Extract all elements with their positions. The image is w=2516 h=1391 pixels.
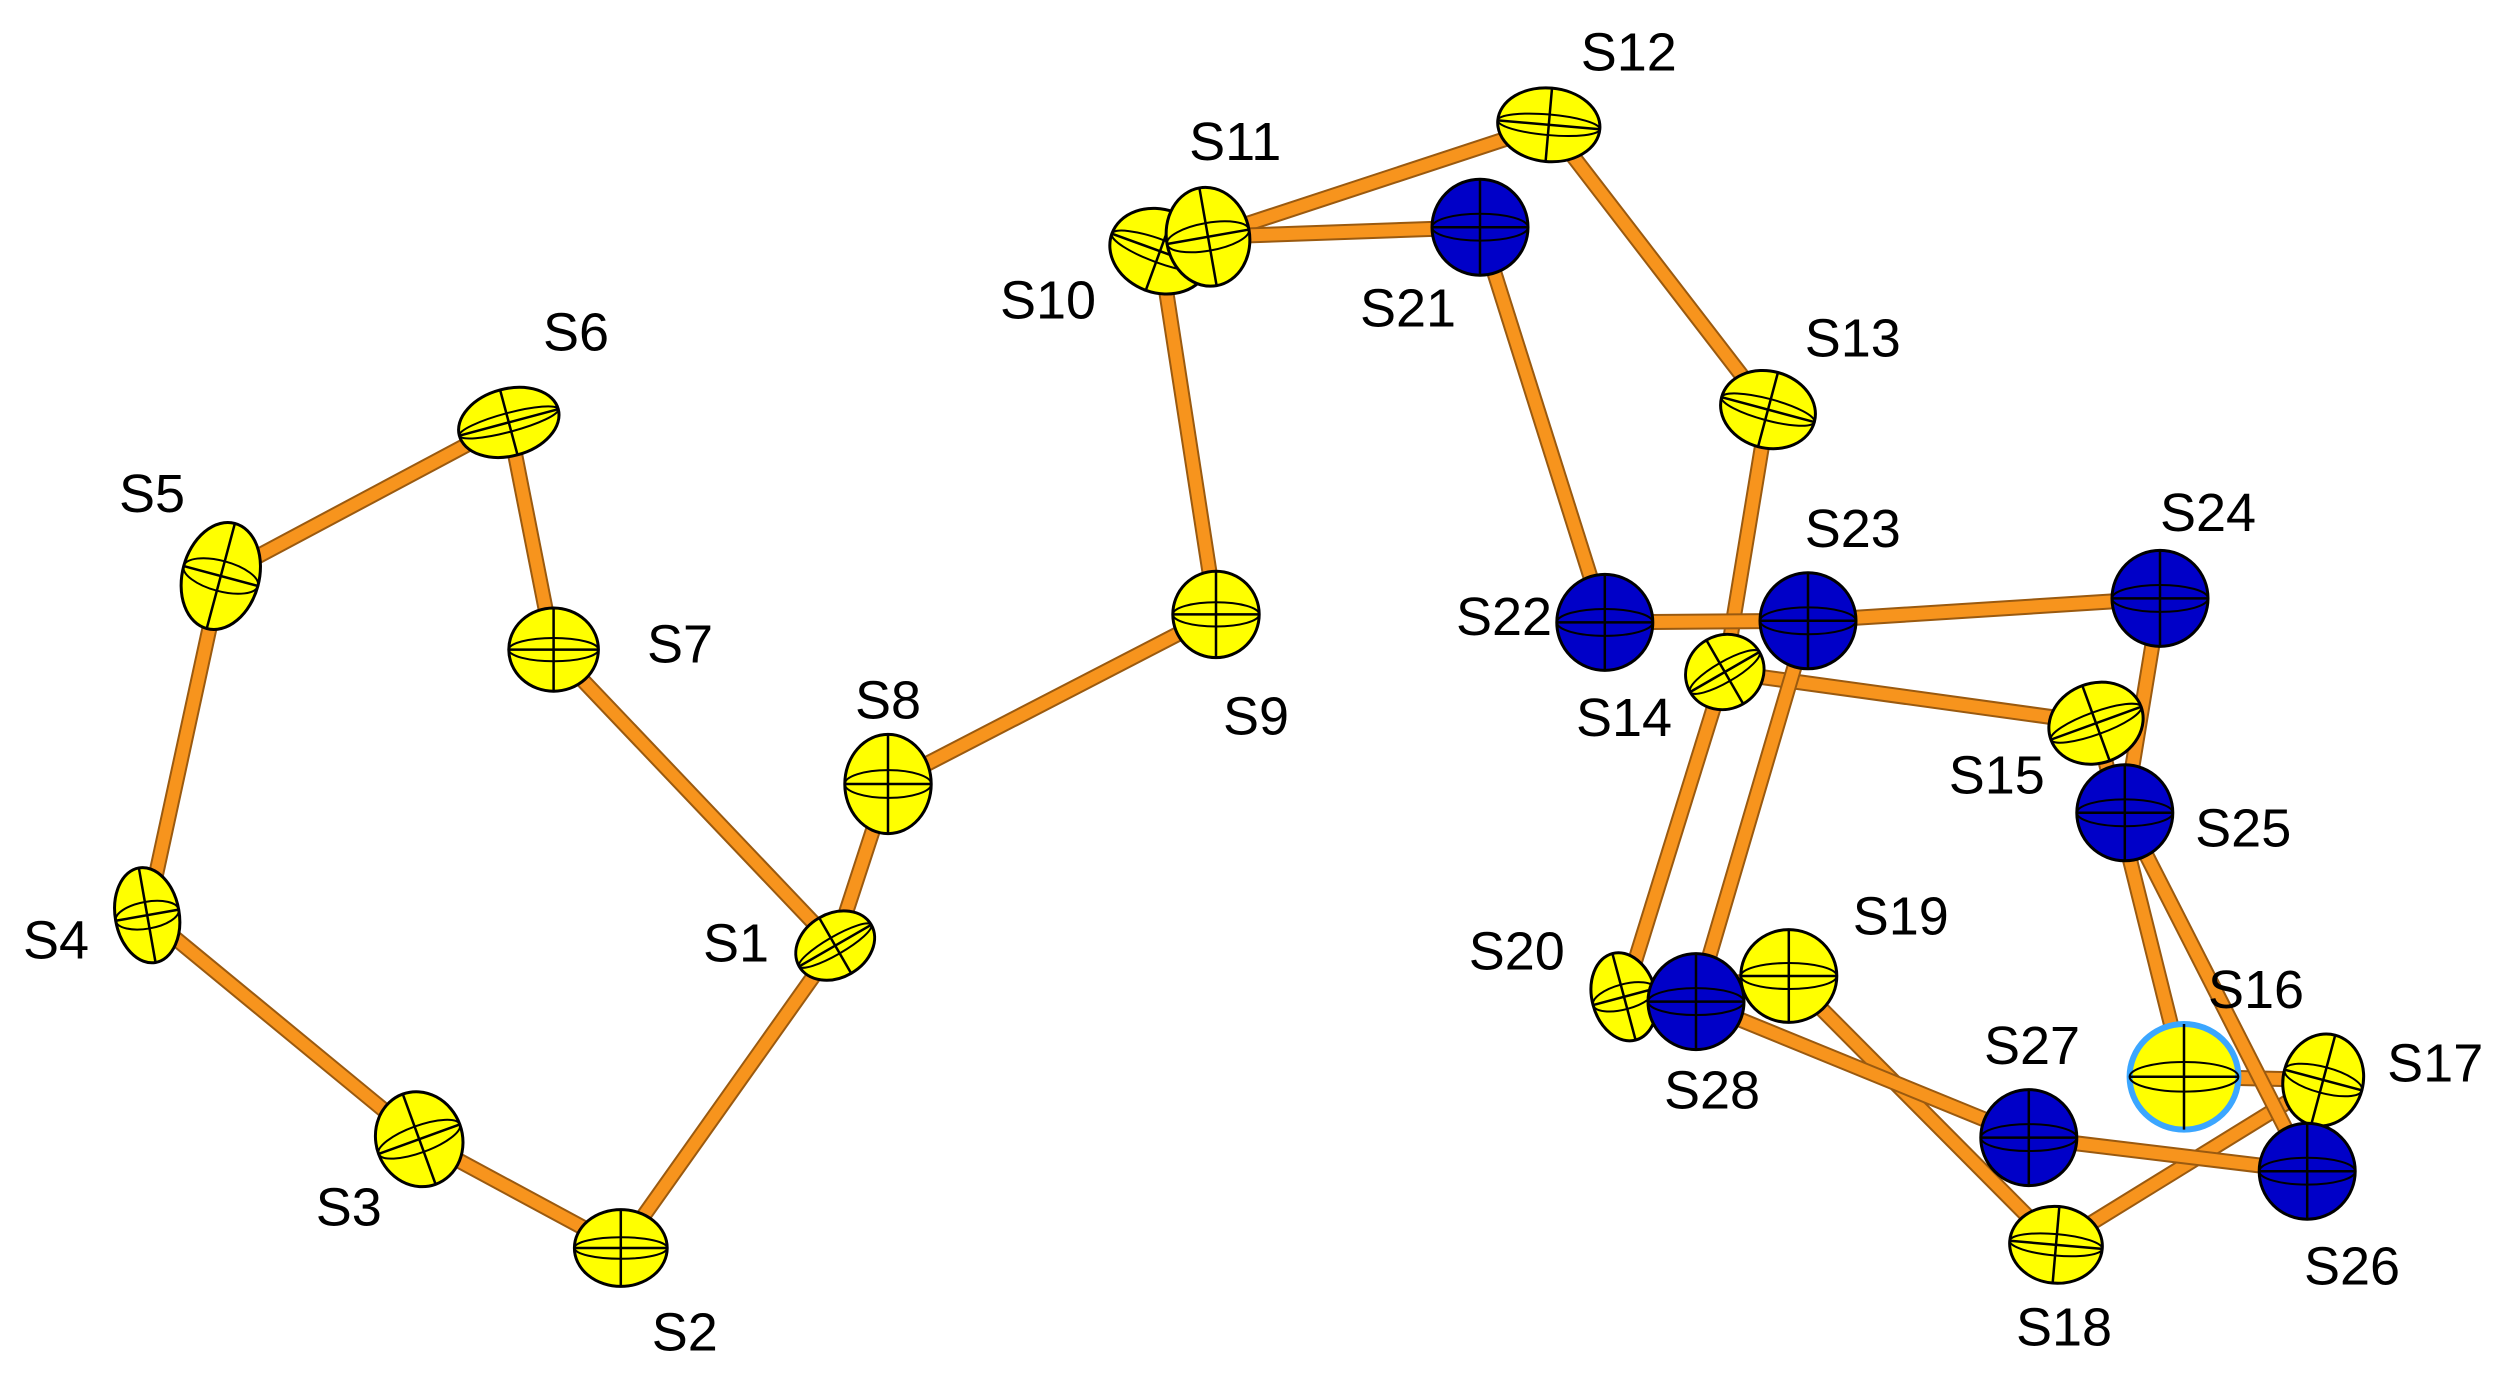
atom-s6 (457, 385, 561, 459)
atom-label-s2: S2 (652, 1302, 718, 1362)
atom-label-s8: S8 (855, 670, 921, 730)
atom-label-s27: S27 (1984, 1016, 2080, 1076)
atom-label-s4: S4 (23, 910, 89, 970)
atom-s18 (2008, 1204, 2104, 1285)
atom-s15 (2047, 680, 2145, 766)
atom-label-s5: S5 (119, 464, 185, 524)
atom-s26 (2257, 1121, 2357, 1221)
atom-s22 (1555, 572, 1655, 672)
bond-s11-s12 (1205, 117, 1552, 245)
bond-s18-s19 (1783, 970, 2062, 1251)
atom-label-s21: S21 (1360, 278, 1456, 338)
atom-label-s17: S17 (2387, 1033, 2483, 1093)
bond-s23-s24 (1807, 590, 2161, 629)
bond-s9-s10 (1152, 249, 1224, 616)
bond-s25-s26 (2117, 809, 2315, 1175)
atom-s11 (1164, 185, 1252, 288)
bond-s1-s2 (614, 940, 842, 1253)
atom-s24 (2110, 548, 2210, 648)
atom-s25 (2075, 763, 2175, 863)
atom-label-s14: S14 (1576, 688, 1672, 748)
atom-s16 (2126, 1021, 2242, 1133)
atom-label-s11: S11 (1189, 112, 1281, 172)
atom-s2 (572, 1208, 669, 1288)
atom-s28 (1646, 952, 1746, 1052)
atom-label-s15: S15 (1949, 745, 2045, 805)
atom-s19 (1739, 928, 1839, 1024)
atom-s8 (843, 732, 933, 836)
bond-s3-s4 (142, 909, 425, 1146)
atom-s23 (1758, 571, 1858, 671)
bond-s7-s1 (547, 644, 841, 952)
atom-s9 (1171, 569, 1261, 660)
atom-layer (113, 86, 2366, 1288)
atom-label-s6: S6 (543, 302, 609, 362)
atom-label-s26: S26 (2304, 1237, 2400, 1297)
atom-s4 (113, 866, 182, 965)
atom-label-s9: S9 (1223, 686, 1289, 746)
atom-s21 (1430, 177, 1530, 277)
atom-s17 (2281, 1032, 2366, 1128)
bond-s5-s6 (217, 415, 513, 584)
atom-label-s22: S22 (1456, 587, 1552, 647)
bond-s27-s28 (1692, 994, 2032, 1146)
atom-label-s16: S16 (2208, 960, 2304, 1020)
bond-s4-s5 (139, 574, 229, 917)
atom-label-s7: S7 (647, 614, 713, 674)
atom-s1 (794, 909, 877, 982)
atom-s3 (373, 1090, 465, 1189)
atom-label-s25: S25 (2195, 798, 2291, 858)
atom-label-s13: S13 (1805, 309, 1901, 369)
atom-s5 (179, 521, 262, 631)
bond-s20-s14 (1616, 669, 1733, 1000)
atom-s14 (1684, 632, 1766, 712)
atom-label-s19: S19 (1853, 886, 1949, 946)
atom-label-s18: S18 (2016, 1297, 2112, 1357)
bond-s8-s9 (884, 607, 1220, 792)
bond-s28-s23 (1688, 618, 1816, 1004)
atom-label-s24: S24 (2160, 483, 2256, 543)
atom-label-s12: S12 (1581, 22, 1677, 82)
atom-label-s3: S3 (316, 1177, 382, 1237)
atom-s12 (1496, 86, 1602, 164)
atom-label-s1: S1 (703, 913, 769, 973)
atom-label-s10: S10 (1000, 270, 1096, 330)
atom-s7 (507, 606, 600, 693)
atom-label-s28: S28 (1664, 1061, 1760, 1121)
atom-label-s23: S23 (1805, 499, 1901, 559)
bond-s21-s22 (1472, 224, 1613, 625)
atom-s13 (1719, 368, 1817, 451)
atom-s27 (1979, 1088, 2079, 1188)
atom-label-s20: S20 (1469, 921, 1565, 981)
bond-s12-s13 (1542, 119, 1775, 415)
